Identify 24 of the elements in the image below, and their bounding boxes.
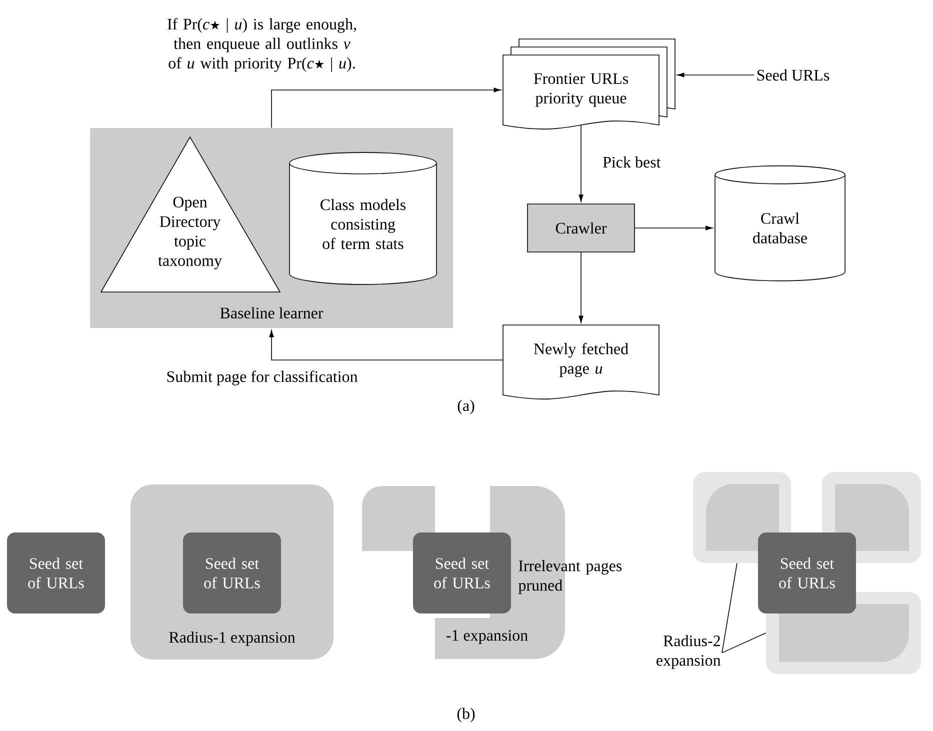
database-cylinder: Crawl database [714, 165, 846, 282]
input-label: Seed URLs [757, 69, 830, 81]
edge-label: If Pr(c★ | u) is large enough, then enqueue all outlinks v of u with priority Pr(c★ | u). [168, 18, 356, 72]
arrow [634, 226, 713, 230]
arrow [271, 88, 501, 128]
panel-label: (b) [457, 708, 475, 722]
seed-box: Seed set of URLs [758, 532, 856, 614]
arrow [677, 72, 755, 78]
callout-text: Radius-2 expansion [656, 635, 721, 669]
leader-line [722, 562, 738, 654]
arrow [578, 124, 584, 202]
edge-label: Submit page for classification [167, 370, 358, 386]
edge-label: Pick best [603, 156, 661, 168]
panel-label: (a) [458, 400, 474, 414]
process-box: Crawler [527, 204, 635, 252]
arrow [578, 252, 584, 323]
seed-box: Seed set of URLs [7, 532, 105, 614]
database-cylinder: Class models consisting of term stats [289, 152, 437, 285]
seed-box: Seed set of URLs [413, 532, 511, 614]
seed-box: Seed set of URLs [183, 532, 281, 614]
annotation-text: Irrelevant pages pruned [518, 560, 622, 594]
arrow [269, 330, 504, 360]
leader-line [722, 632, 766, 654]
document-stack: Frontier URLs priority queue [502, 38, 676, 130]
